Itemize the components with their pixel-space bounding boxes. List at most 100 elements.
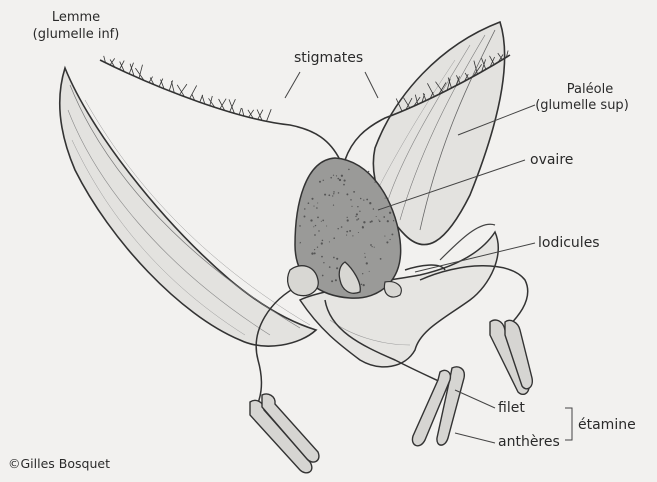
- ovary-stipple-dot: [346, 235, 347, 236]
- ovary-stipple-dot: [387, 220, 389, 222]
- ovary-stipple-dot: [304, 216, 306, 218]
- ovary-stipple-dot: [332, 195, 333, 196]
- stigma-hair: [258, 110, 263, 120]
- ovary-stipple-dot: [389, 212, 391, 214]
- ovary-stipple-dot: [317, 247, 318, 248]
- ovary-stipple-dot: [393, 220, 394, 221]
- ovary-stipple-dot: [349, 230, 351, 232]
- stigma-hair: [249, 110, 254, 117]
- ovary-stipple-dot: [379, 220, 381, 222]
- ovary-stipple-dot: [331, 280, 333, 282]
- ovary-stipple-dot: [347, 219, 349, 221]
- ovary-stipple-dot: [337, 178, 339, 180]
- ovary-stipple-dot: [366, 199, 368, 201]
- ovary-stipple-dot: [343, 184, 345, 186]
- ovary-stipple-dot: [363, 284, 365, 286]
- ovary-stipple-dot: [369, 202, 371, 204]
- stigma-hair: [230, 99, 236, 112]
- copyright-credit: ©Gilles Bosquet: [8, 456, 110, 472]
- paleole-sublabel: (glumelle sup): [516, 98, 648, 114]
- ovary-stipple-dot: [351, 206, 352, 207]
- ovary-stipple-dot: [369, 271, 370, 272]
- ovary-stipple-dot: [333, 257, 335, 259]
- ovary-stipple-dot: [384, 236, 385, 237]
- ovary-stipple-dot: [326, 225, 327, 226]
- ovary-stipple-dot: [314, 249, 315, 250]
- ovary-stipple-dot: [356, 219, 358, 221]
- ovary-stipple-dot: [333, 204, 334, 205]
- ovary-stipple-dot: [341, 175, 343, 177]
- ovary-stipple-dot: [336, 258, 338, 260]
- ovary-stipple-dot: [370, 221, 372, 223]
- ovary-stipple-dot: [333, 193, 334, 194]
- ovary-stipple-dot: [346, 193, 348, 195]
- ovary-stipple-dot: [386, 241, 388, 243]
- ovary-stipple-dot: [335, 279, 337, 281]
- ovary-stipple-dot: [313, 226, 314, 227]
- ovary-stipple-dot: [323, 262, 324, 263]
- ovary-stipple-dot: [380, 258, 382, 260]
- ovary-stipple-dot: [363, 199, 364, 200]
- ovary-stipple-dot: [361, 284, 362, 285]
- ovary-stipple-dot: [368, 171, 370, 173]
- ovary-stipple-dot: [344, 180, 346, 182]
- ovary-stipple-dot: [346, 231, 348, 233]
- ovary-stipple-dot: [362, 273, 363, 274]
- ovary-stipple-dot: [321, 242, 323, 244]
- ovary-stipple-dot: [311, 198, 313, 200]
- ovary-stipple-dot: [319, 181, 321, 183]
- filet-label: filet: [498, 400, 525, 416]
- ovary-stipple-dot: [317, 217, 319, 219]
- ovary-stipple-dot: [329, 241, 330, 242]
- ovary-stipple-dot: [333, 237, 335, 239]
- ovary-stipple-dot: [357, 206, 358, 207]
- ovary-stipple-dot: [350, 199, 351, 200]
- lemme-label: Lemme: [20, 10, 132, 26]
- ovary-stipple-dot: [385, 198, 386, 199]
- ovary-stipple-dot: [333, 191, 335, 193]
- stigma-hair: [239, 108, 241, 115]
- ovary-stipple-dot: [362, 226, 363, 227]
- ovary-stipple-dot: [336, 267, 338, 269]
- ovary-stipple-dot: [383, 216, 385, 218]
- ovary-stipple-dot: [322, 275, 324, 277]
- ovary-stipple-dot: [360, 198, 362, 200]
- ovary-stipple-dot: [324, 194, 326, 196]
- ovary-stipple-dot: [336, 175, 337, 176]
- lemme-sublabel: (glumelle inf): [20, 27, 132, 43]
- paleole-label: Paléole: [538, 82, 642, 98]
- ovary-stipple-dot: [373, 208, 375, 210]
- ovary-stipple-dot: [391, 233, 393, 235]
- ovary-stipple-dot: [339, 179, 341, 181]
- antheres-label: anthères: [498, 434, 560, 450]
- ovary-stipple-dot: [376, 216, 377, 217]
- ovary-stipple-dot: [310, 219, 312, 221]
- ovary-stipple-dot: [317, 202, 318, 203]
- ovary-stipple-dot: [329, 266, 331, 268]
- ovary-stipple-dot: [378, 219, 379, 220]
- ovary-stipple-dot: [313, 206, 314, 207]
- stigmates-label: stigmates: [294, 50, 363, 66]
- ovary-stipple-dot: [364, 253, 365, 254]
- lemme-bract: [60, 68, 316, 346]
- ovary-stipple-dot: [315, 225, 316, 226]
- ovary-stipple-dot: [311, 252, 313, 254]
- ovary-stipple-dot: [308, 202, 310, 204]
- ovary-stipple-dot: [333, 175, 334, 176]
- ovary-stipple-dot: [337, 228, 338, 229]
- ovary-stipple-dot: [341, 226, 343, 228]
- ovary-stipple-dot: [358, 218, 360, 220]
- lodicules-label: lodicules: [538, 235, 600, 251]
- ovary-stipple-dot: [338, 192, 340, 194]
- stigma-hair: [179, 84, 187, 95]
- ovary-stipple-dot: [316, 207, 318, 209]
- ovaire-label: ovaire: [530, 152, 573, 168]
- ovary-stipple-dot: [314, 234, 316, 236]
- ovary-stipple-dot: [390, 239, 391, 240]
- ovary-stipple-dot: [366, 262, 368, 264]
- etamine-label: étamine: [578, 417, 636, 433]
- ovary-stipple-dot: [300, 242, 301, 243]
- ovary-stipple-dot: [365, 257, 366, 258]
- ovary-stipple-dot: [299, 225, 301, 227]
